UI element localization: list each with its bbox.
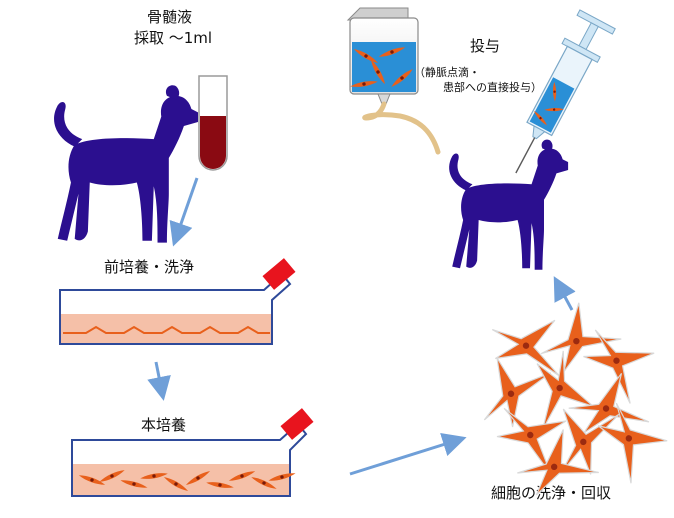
flask-cap-icon [262, 258, 296, 290]
test-tube-icon [198, 75, 228, 171]
admin-note-line2: 患部への直接投与） [443, 81, 542, 94]
donor-dog-icon [54, 85, 202, 242]
arrow-preculture-to-main [147, 361, 171, 401]
bone-marrow-label-line2: 採取 〜1ml [134, 29, 213, 47]
main-culture-label: 本培養 [141, 416, 187, 434]
recipient-dog-icon [449, 140, 571, 270]
flask-cap-icon [280, 408, 314, 440]
iv-bag-icon [346, 7, 441, 155]
preculture-flask [59, 258, 296, 345]
arrow-main-to-cells [349, 433, 467, 476]
pre-culture-label: 前培養・洗浄 [104, 258, 195, 276]
admin-note-line1: （静脈点滴・ [414, 66, 480, 79]
administration-label: 投与 [470, 37, 501, 55]
harvested-cells-icon [466, 294, 674, 505]
cell-wash-label: 細胞の洗浄・回収 [491, 484, 612, 502]
syringe-icon [515, 9, 616, 174]
arrow-tube-to-preculture [169, 177, 199, 247]
bone-marrow-label-line1: 骨髄液 [147, 8, 193, 26]
main-culture-flask [71, 408, 314, 497]
arrow-cells-to-dog [553, 276, 576, 311]
